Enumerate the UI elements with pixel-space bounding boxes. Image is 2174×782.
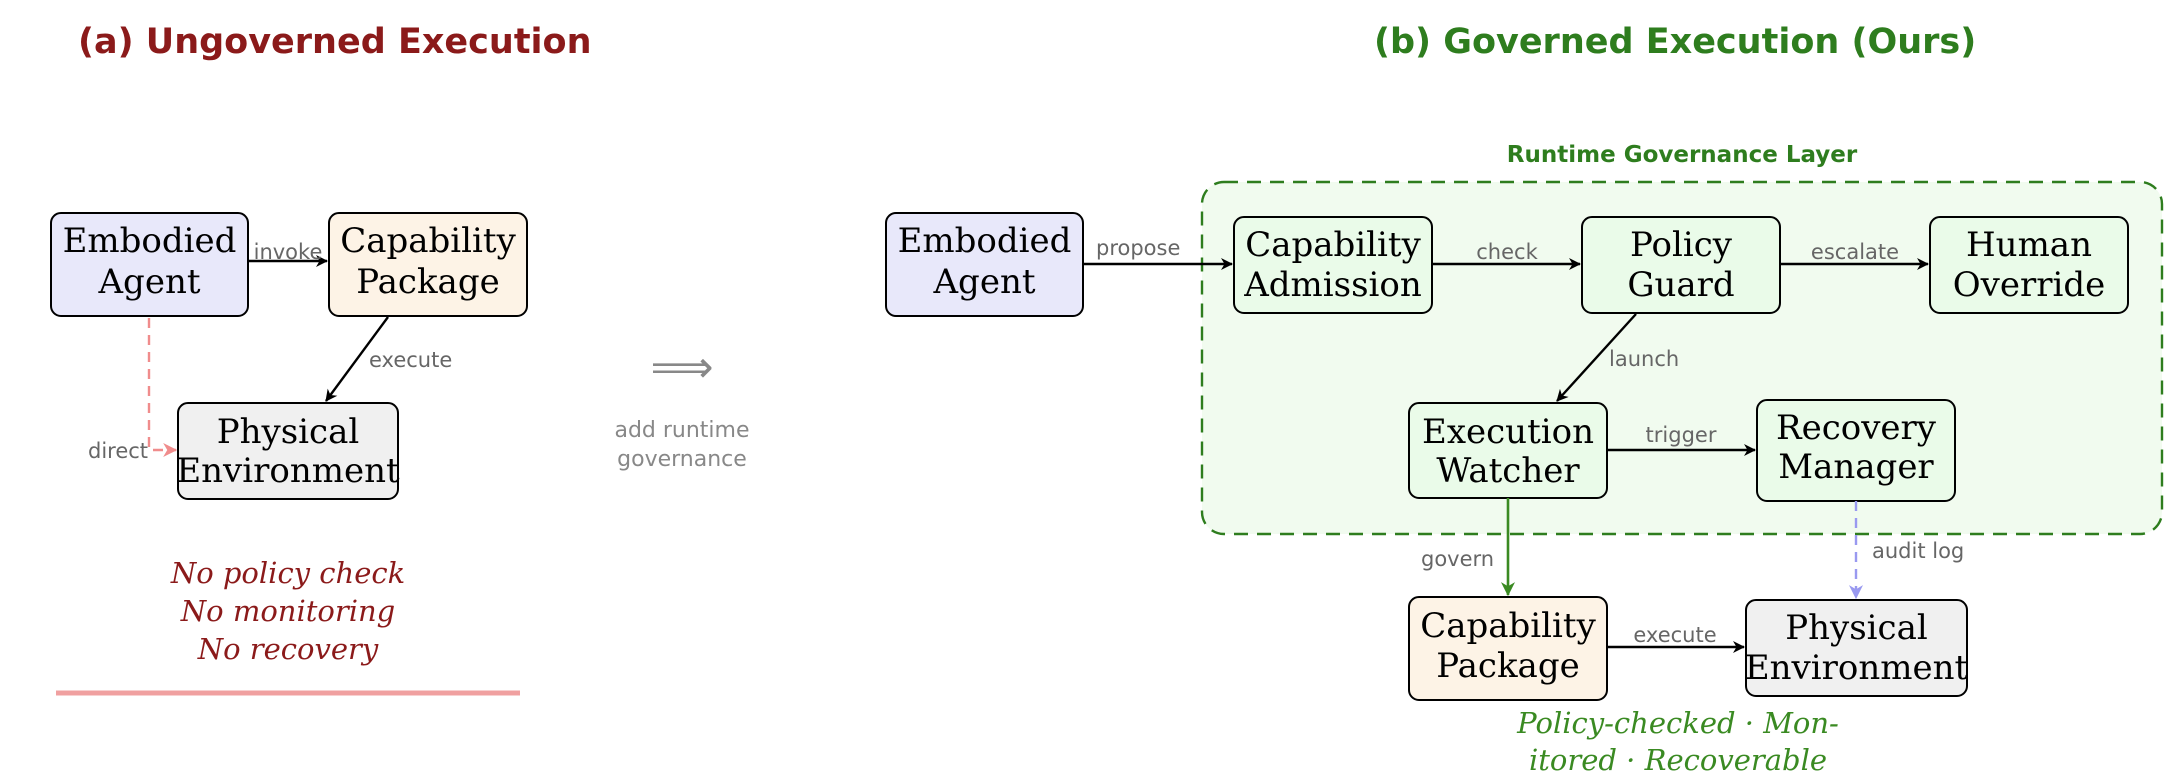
- panel-governed: (b) Governed Execution (Ours) Runtime Go…: [885, 22, 2164, 777]
- left-node-environment-line2: Environment: [176, 451, 400, 491]
- transition-label-line2: governance: [617, 447, 747, 472]
- left-node-environment-box: [177, 402, 399, 500]
- right-edge-govern-label: govern: [1421, 547, 1494, 571]
- transition-arrow-icon: ⟹: [650, 342, 713, 393]
- right-node-agent-line1: Embodied: [898, 221, 1072, 261]
- right-node-recovery: Recovery Manager: [1756, 399, 1956, 502]
- right-node-override-line1: Human: [1966, 225, 2092, 265]
- left-node-package-line2: Package: [356, 262, 499, 302]
- right-node-watcher: Execution Watcher: [1408, 402, 1608, 499]
- right-node-environment-box: [1745, 599, 1968, 697]
- left-edge-execute-label: execute: [369, 348, 452, 372]
- left-node-agent-box: [50, 212, 249, 317]
- right-edge-escalate-label: escalate: [1811, 240, 1899, 264]
- left-edge-direct-label: direct: [88, 439, 148, 463]
- right-node-watcher-line1: Execution: [1422, 412, 1594, 452]
- right-edge-trigger-label: trigger: [1646, 423, 1717, 447]
- left-node-environment-line1: Physical: [217, 412, 360, 452]
- left-node-package-line1: Capability: [340, 221, 516, 261]
- right-note-line2: itored · Recoverable: [1529, 743, 1827, 777]
- right-node-package: Capability Package: [1408, 596, 1608, 701]
- right-node-admission: Capability Admission: [1233, 216, 1433, 314]
- right-edge-propose-label: propose: [1096, 236, 1180, 260]
- right-node-agent-line2: Agent: [933, 262, 1036, 302]
- right-node-environment: Physical Environment: [1745, 599, 1969, 697]
- right-node-package-box: [1408, 596, 1608, 701]
- left-note-no-monitoring: No monitoring: [180, 594, 395, 628]
- right-edge-audit-label: audit log: [1872, 539, 1964, 563]
- right-node-policy: Policy Guard: [1581, 216, 1781, 314]
- left-node-package: Capability Package: [328, 212, 528, 317]
- right-title: (b) Governed Execution (Ours): [1374, 22, 1976, 62]
- left-note-no-policy: No policy check: [170, 556, 405, 590]
- left-title: (a) Ungoverned Execution: [78, 22, 592, 62]
- governance-layer-title: Runtime Governance Layer: [1507, 142, 1858, 168]
- right-node-policy-line1: Policy: [1630, 225, 1733, 265]
- right-node-override: Human Override: [1929, 216, 2129, 314]
- right-node-recovery-line2: Manager: [1778, 447, 1934, 487]
- left-node-environment: Physical Environment: [176, 402, 400, 500]
- transition-label-line1: add runtime: [614, 418, 749, 443]
- right-note-line1: Policy-checked · Mon-: [1516, 706, 1839, 740]
- right-edge-launch-label: launch: [1609, 347, 1679, 371]
- left-edge-invoke-label: invoke: [254, 240, 323, 264]
- right-node-environment-line1: Physical: [1785, 608, 1928, 648]
- right-node-package-line2: Package: [1436, 646, 1579, 686]
- right-node-watcher-line2: Watcher: [1436, 451, 1580, 491]
- right-node-admission-line1: Capability: [1245, 225, 1421, 265]
- left-note-no-recovery: No recovery: [197, 632, 379, 666]
- left-node-package-box: [328, 212, 528, 317]
- right-edge-check-label: check: [1476, 240, 1538, 264]
- panel-ungoverned: (a) Ungoverned Execution Embodied Agent …: [50, 22, 592, 696]
- left-edge-direct: [147, 318, 178, 457]
- right-node-admission-line2: Admission: [1243, 265, 1422, 305]
- right-edge-execute-label: execute: [1633, 623, 1716, 647]
- right-edge-launch: [1556, 313, 1637, 402]
- transition: ⟹ add runtime governance: [614, 342, 749, 472]
- right-node-override-line2: Override: [1953, 265, 2105, 305]
- right-node-agent: Embodied Agent: [885, 212, 1084, 317]
- right-node-recovery-line1: Recovery: [1776, 408, 1937, 448]
- left-node-agent-line1: Embodied: [63, 221, 237, 261]
- left-node-agent-line2: Agent: [98, 262, 201, 302]
- left-edge-execute: [325, 316, 389, 402]
- right-node-environment-line2: Environment: [1745, 648, 1969, 688]
- right-node-policy-line2: Guard: [1627, 265, 1734, 305]
- left-node-agent: Embodied Agent: [50, 212, 249, 317]
- right-node-override-box: [1929, 216, 2129, 314]
- right-node-package-line1: Capability: [1420, 606, 1596, 646]
